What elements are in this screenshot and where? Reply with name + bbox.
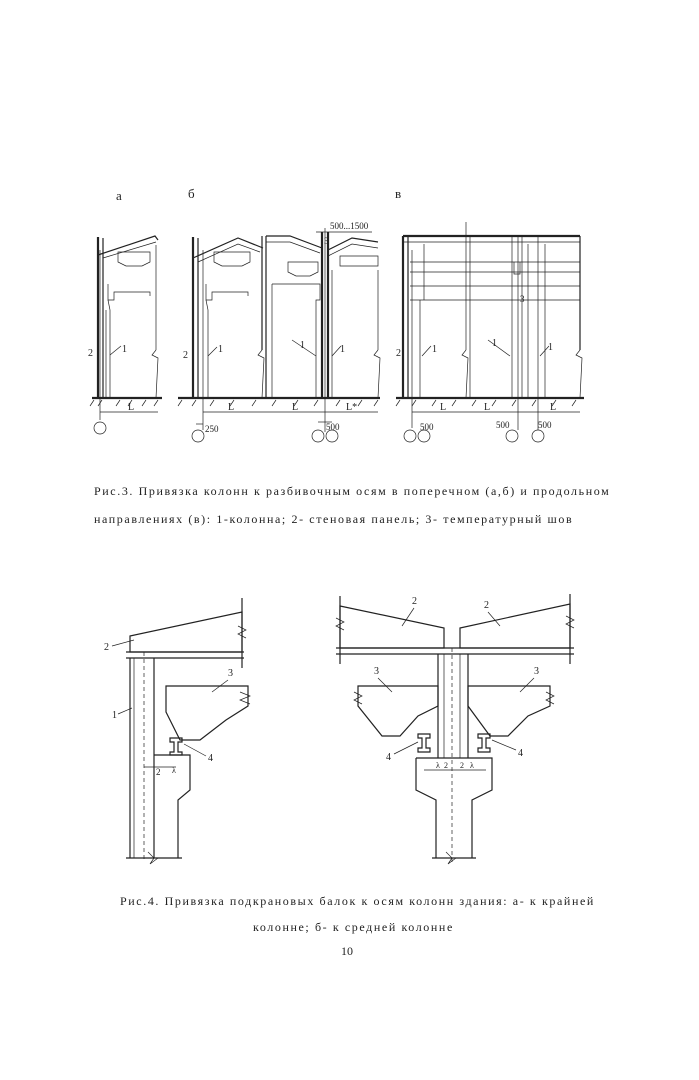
fig3-panel-b: 500...1500 3 2 1 1 1 L L L* 250 500 [177, 221, 381, 443]
fig3b-dim-500: 500 [326, 422, 340, 432]
fig4a-mark-4: 4 [208, 753, 213, 764]
fig4b-mark-2-right: 2 [484, 600, 489, 611]
fig3a-mark-2: 2 [88, 348, 93, 359]
fig3b-span-L1: L [228, 402, 234, 413]
fig3b-span-Lstar: L* [346, 402, 357, 413]
figure-4-drawing: 4 2 1 3 2 λ [104, 594, 575, 865]
fig3a-mark-1: 1 [122, 344, 127, 355]
fig4b-mark-4-right: 4 [518, 748, 523, 759]
fig4b-mark-lambda-l: λ [436, 761, 440, 770]
fig3v-mark-1c: 1 [548, 342, 553, 353]
fig3v-dim-500c: 500 [538, 420, 552, 430]
fig4a-mark-3: 3 [228, 668, 233, 679]
fig3v-mark-1b: 1 [492, 338, 497, 349]
fig4b-mark-3-left: 3 [374, 666, 379, 677]
fig3b-mark-2: 2 [183, 350, 188, 361]
fig4-part-a: 4 2 1 3 2 λ [104, 598, 251, 865]
fig4b-mark-2-l: 2 [444, 761, 448, 770]
fig3a-span-L: L [128, 402, 134, 413]
fig3v-mark-3: 3 [520, 294, 525, 304]
fig4b-mark-lambda-r: λ [470, 761, 474, 770]
fig3b-dim-250: 250 [205, 424, 219, 434]
panel-label-a: а [116, 188, 122, 203]
fig3v-span-L1: L [440, 402, 446, 413]
panel-label-b: б [188, 186, 195, 201]
figure-4-caption-line-1: Рис.4. Привязка подкрановых балок к осям… [120, 894, 595, 908]
fig4a-mark-1: 1 [112, 710, 117, 721]
fig4a-mark-lambda: λ [172, 766, 176, 775]
fig4b-mark-2-left: 2 [412, 596, 417, 607]
fig3-panel-v: 2 1 1 1 3 L L L 500 500 500 [395, 222, 584, 443]
fig4b-mark-4-left: 4 [386, 752, 391, 763]
fig4a-mark-2-top: 2 [104, 642, 109, 653]
fig3b-dim-500-1500: 500...1500 [330, 221, 369, 231]
fig3v-span-L2: L [484, 402, 490, 413]
fig3b-mark-1b: 1 [300, 340, 305, 351]
fig3b-mark-1c: 1 [340, 344, 345, 355]
figure-3-caption-line-2: направлениях (в): 1-колонна; 2- стеновая… [94, 512, 574, 526]
fig3v-mark-1a: 1 [432, 344, 437, 355]
fig3-panel-a: 2 1 L [88, 235, 162, 435]
fig3v-dim-500b: 500 [496, 420, 510, 430]
fig4b-mark-2-r: 2 [460, 761, 464, 770]
fig3v-mark-2: 2 [396, 348, 401, 359]
fig3b-mark-3: 3 [324, 236, 329, 246]
fig4a-mark-2-low: 2 [156, 767, 161, 777]
fig3v-span-L3: L [550, 402, 556, 413]
fig3b-mark-1a: 1 [218, 344, 223, 355]
figure-3-caption-line-1: Рис.3. Привязка колонн к разбивочным ося… [94, 484, 611, 498]
fig4-part-b: λ 2 2 λ 2 2 3 3 4 4 [335, 594, 575, 865]
fig3b-span-L2: L [292, 402, 298, 413]
page-number: 10 [341, 944, 353, 958]
fig4b-mark-3-right: 3 [534, 666, 539, 677]
figure-3-drawing: а б в 2 1 L [88, 186, 584, 443]
figure-4-caption-line-2: колонне; б- к средней колонне [253, 920, 454, 934]
fig3v-dim-500a: 500 [420, 422, 434, 432]
panel-label-v: в [395, 186, 401, 201]
